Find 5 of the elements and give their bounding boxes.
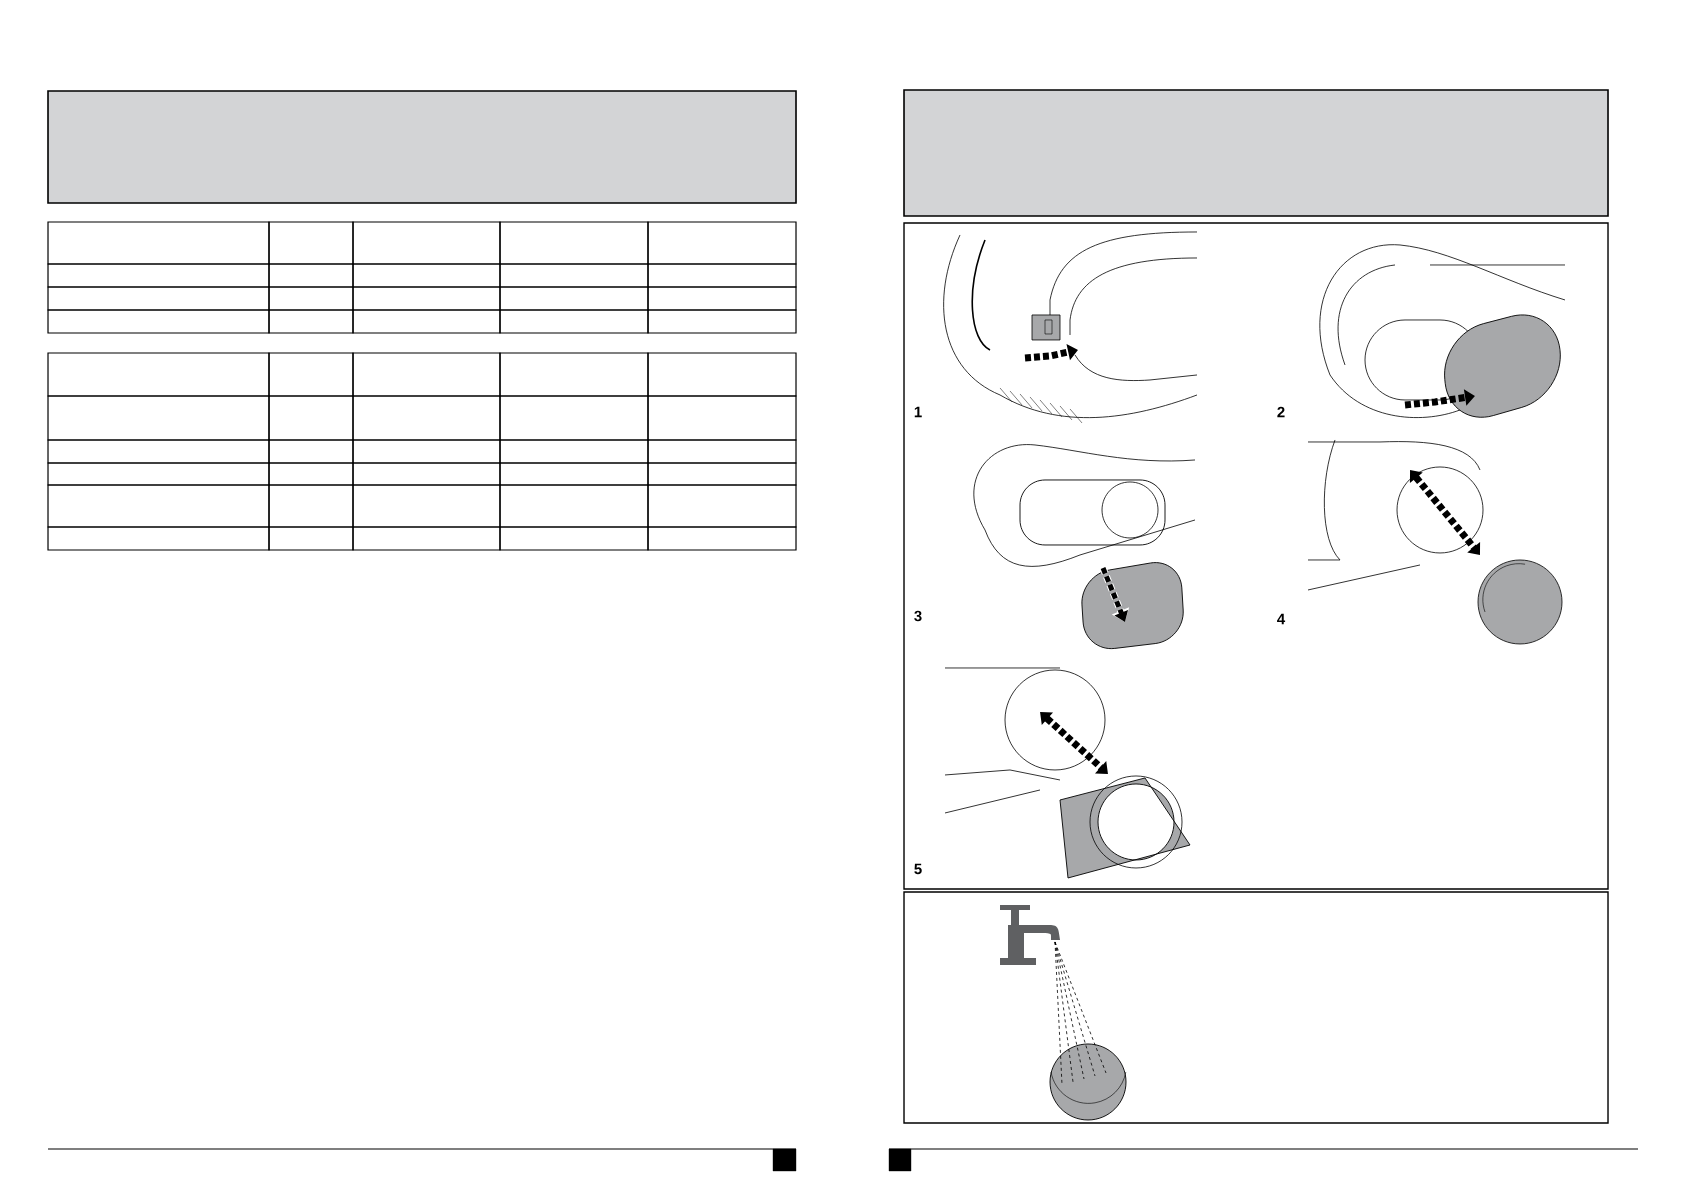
step-number: 5 <box>914 863 922 875</box>
step-number: 2 <box>1277 406 1285 418</box>
step-number: 4 <box>1277 613 1286 625</box>
step-number: 1 <box>914 406 922 418</box>
step-number: 3 <box>914 610 922 622</box>
